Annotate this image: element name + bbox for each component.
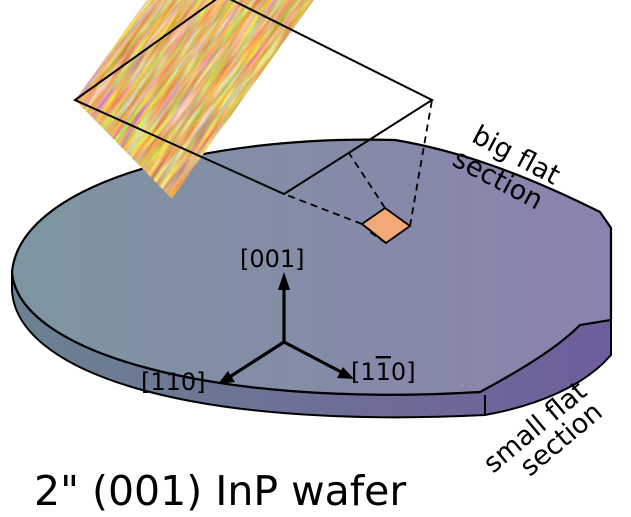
afm-image xyxy=(73,0,435,199)
axis-110 xyxy=(226,340,286,380)
projection-lines xyxy=(283,99,433,244)
axis-label-110: [110] xyxy=(141,368,206,396)
axis-label-001: [001] xyxy=(240,245,305,273)
axis-1-10-arrowhead xyxy=(337,367,354,379)
crystal-axes xyxy=(226,282,345,380)
overbar-digit: 1 xyxy=(376,358,391,386)
axis-1-10 xyxy=(282,340,345,375)
axis-110-arrowhead xyxy=(218,371,235,384)
axis-001-arrowhead xyxy=(278,272,290,290)
wafer-title: 2" (001) InP wafer xyxy=(34,467,406,515)
axis-label-1-bar1-0: [110] xyxy=(351,358,416,386)
